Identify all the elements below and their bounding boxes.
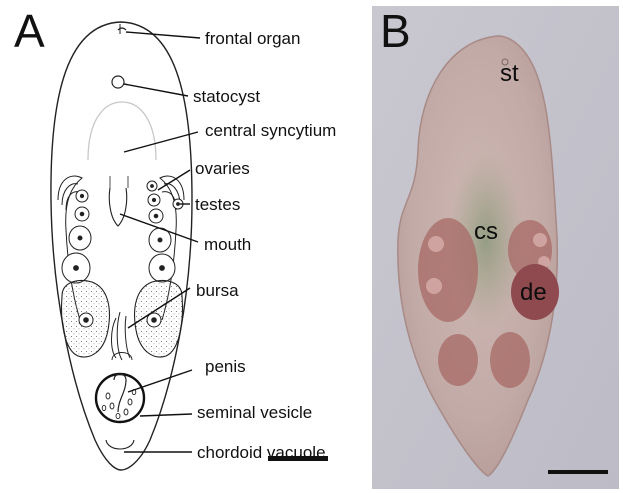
label-penis: penis (205, 358, 246, 375)
label-chordoid-vacuole: chordoid vacuole (197, 444, 326, 461)
label-seminal-vesicle: seminal vesicle (197, 404, 312, 421)
label-bursa: bursa (196, 282, 239, 299)
panel-b-photo (372, 6, 619, 489)
label-central-syncytium: central syncytium (205, 122, 336, 139)
panel-b-letter: B (380, 8, 411, 54)
statocyst-shape (112, 76, 124, 88)
label-mouth: mouth (204, 236, 251, 253)
panel-a-letter: A (14, 8, 45, 54)
label-cs: cs (474, 220, 498, 244)
scale-bar-b (548, 470, 608, 474)
label-frontal-organ: frontal organ (205, 30, 300, 47)
label-st: st (500, 62, 519, 86)
label-ovaries: ovaries (195, 160, 250, 177)
label-de: de (520, 281, 547, 305)
label-statocyst: statocyst (193, 88, 260, 105)
label-testes: testes (195, 196, 240, 213)
